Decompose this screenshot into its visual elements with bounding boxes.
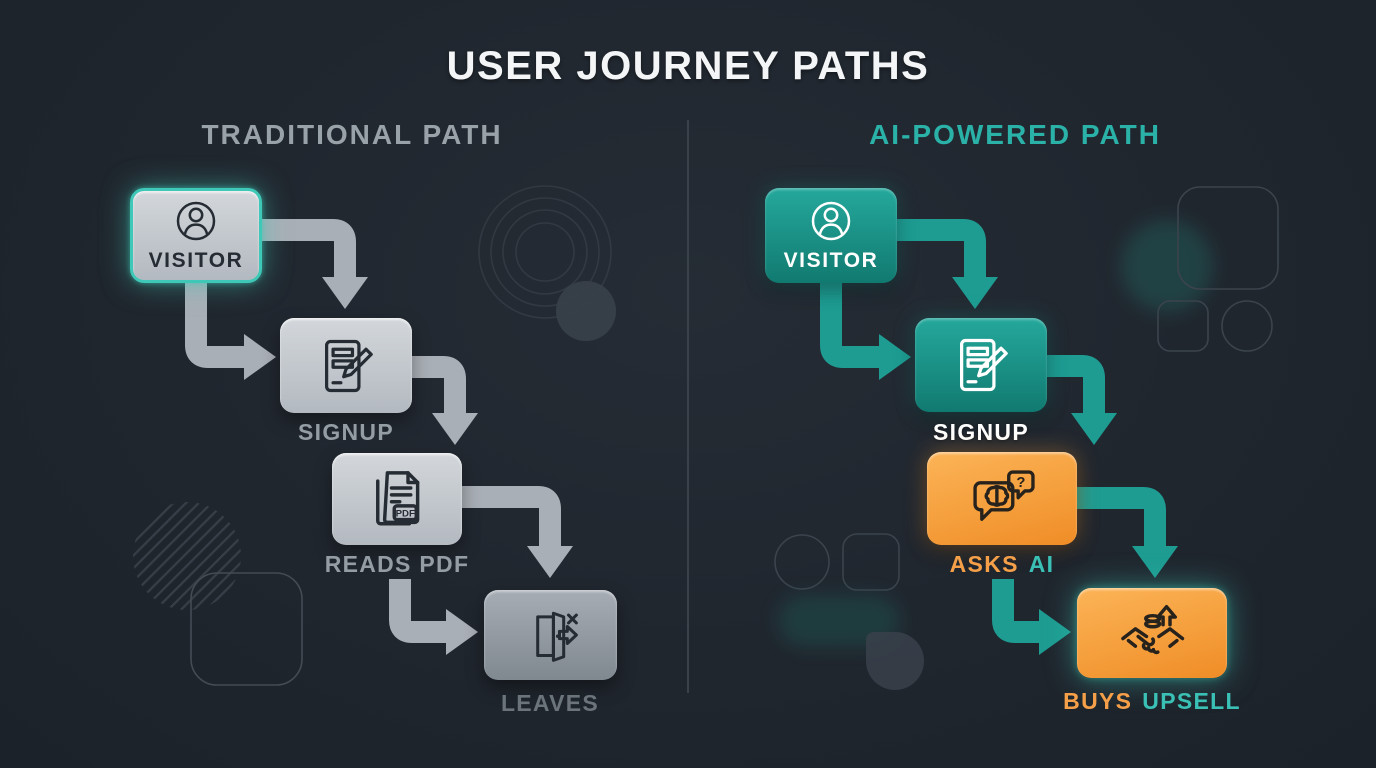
rounded-square-outline-decoration [190,572,303,686]
handshake-growth-icon [1121,604,1185,655]
user-icon [176,201,216,241]
left-signup-label: SIGNUP [298,419,394,445]
arrow-signup-to-asksai [1046,355,1117,445]
gray-blob-decoration [866,632,924,690]
page-title: USER JOURNEY PATHS [446,44,930,88]
node-label: VISITOR [148,249,244,272]
arrow-asksai-to-buysupsell-left [992,579,1071,655]
right-signup-label: SIGNUP [933,419,1029,445]
user-icon [811,201,851,241]
form-pencil-icon [960,338,1008,392]
form-pencil-icon [325,339,373,392]
circle-outline-decoration [774,534,830,590]
left-visitor-node: VISITOR [130,188,262,283]
ai-chat-icon: ? [973,469,1035,521]
left-signup-node [280,318,412,413]
right-buysupsell-label: BUYS UPSELL [1063,688,1241,714]
left-path-arrows [185,219,573,655]
ai-path-header: AI-POWERED PATH [869,119,1161,150]
arrow-readspdf-to-leaves-left [389,579,478,655]
right-buysupsell-node [1077,588,1227,678]
exit-door-icon [535,611,578,662]
left-readspdf-node: PDF [332,453,462,545]
arrow-visitor-to-signup-left [820,281,911,380]
arrow-signup-to-readspdf [411,356,478,445]
right-visitor-node: VISITOR [765,188,897,283]
circle-outline-decoration [1221,300,1273,352]
arrow-visitor-to-signup-top [897,219,998,309]
node-label: VISITOR [783,249,879,272]
right-asksai-node: ? [927,452,1077,545]
left-readspdf-label: READS PDF [324,551,470,577]
concentric-circles-decoration [478,185,612,319]
right-signup-node [915,318,1047,412]
left-leaves-label: LEAVES [500,690,600,716]
pdf-document-icon: PDF [376,471,420,526]
arrow-asksai-to-buysupsell-top [1076,487,1178,578]
striped-circle-decoration [133,502,241,610]
left-leaves-node [484,590,617,680]
solid-circle-decoration [556,281,616,341]
traditional-path-header: TRADITIONAL PATH [201,119,503,150]
svg-text:?: ? [1016,474,1025,490]
rounded-square-outline-decoration [842,533,900,591]
arrow-readspdf-to-leaves-top [461,486,573,578]
arrow-visitor-to-signup-top [262,219,368,309]
right-path-arrows [820,219,1178,655]
svg-text:PDF: PDF [396,508,415,519]
rounded-square-outline-decoration [1177,186,1279,290]
teal-glow-circle-decoration [1121,220,1213,312]
arrow-visitor-to-signup-left [185,281,276,380]
small-rounded-square-outline-decoration [1157,300,1209,352]
right-asksai-label: ASKS AI [949,551,1055,577]
